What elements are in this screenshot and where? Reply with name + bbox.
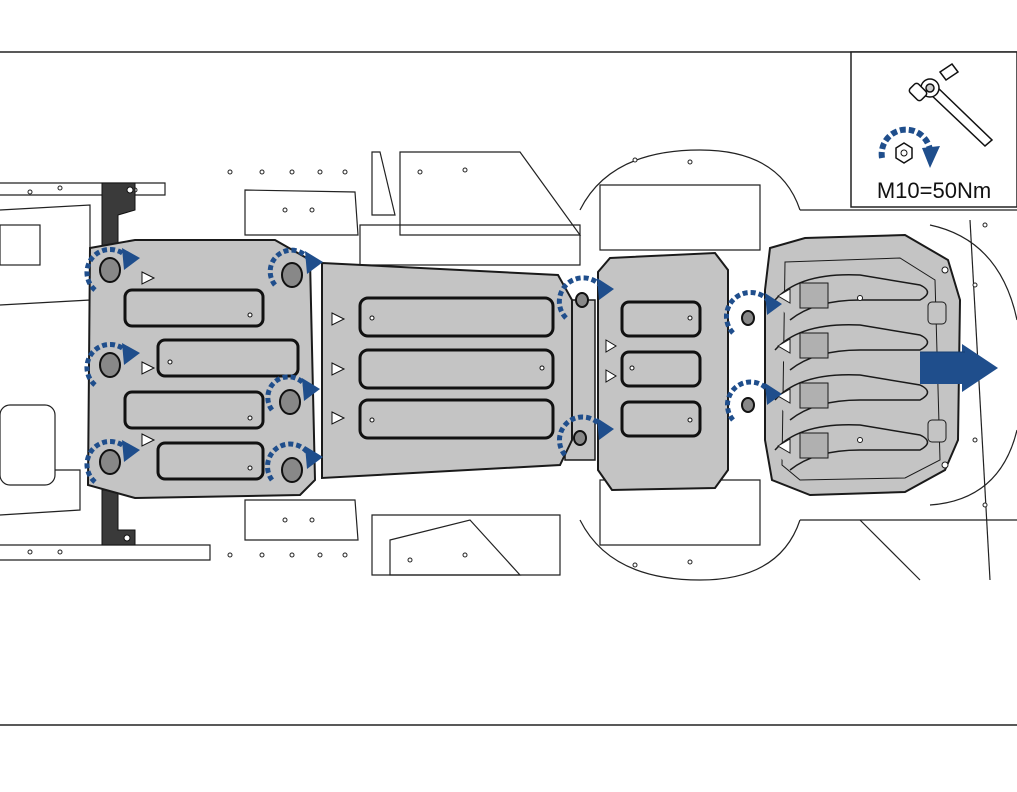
clockwise-tighten-icon [878, 126, 940, 168]
tighten-arrows [84, 246, 770, 484]
bolt-heads [99, 257, 755, 483]
chassis-holes [27, 157, 988, 568]
tighten-arrowheads [122, 248, 782, 469]
mid-plate [321, 261, 573, 480]
chassis-linework [0, 149, 1017, 581]
socket-wrench-icon [908, 62, 994, 148]
page-frame [0, 51, 1017, 726]
torque-spec-label: M10=50Nm [877, 178, 991, 203]
front-left-plate [86, 239, 317, 500]
direction-arrow-icon [920, 344, 998, 392]
torque-spec-box: M10=50Nm [850, 51, 1017, 208]
engine-skid-plate [764, 233, 962, 497]
transfer-case-plate [564, 251, 729, 492]
